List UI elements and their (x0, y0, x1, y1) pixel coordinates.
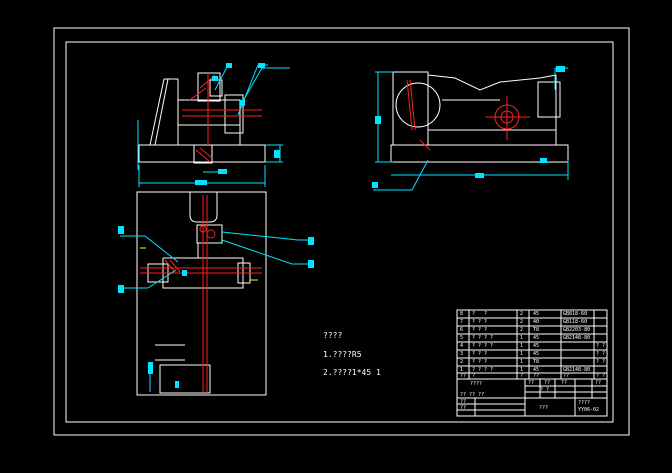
parts-cell-std: GB818-60 (563, 311, 588, 317)
parts-cell-std: GB118-60 (563, 319, 588, 325)
notes-title: ???? (323, 331, 343, 340)
parts-cell-mat: T8 (533, 359, 540, 365)
parts-cell-name: ? ? ? (472, 351, 488, 357)
parts-cell-no: 1 (460, 367, 464, 373)
parts-cell-mat: 45 (533, 351, 540, 357)
tb-col-a: ?? (528, 380, 535, 386)
parts-cell-std: GB2148-80 (563, 335, 591, 341)
outer-frame (53, 27, 630, 436)
parts-cell-name: ? ? ? ? (472, 335, 494, 341)
parts-table-grid (456, 309, 608, 417)
parts-cell-mat: 45 (533, 343, 540, 349)
inner-frame (65, 41, 614, 423)
side-view-tags (372, 66, 565, 188)
parts-cell-qty: 1 (520, 335, 524, 341)
parts-cell-no: 6 (460, 327, 464, 333)
parts-cell-no: 4 (460, 343, 464, 349)
top-view-yellow-marks (140, 247, 258, 281)
parts-cell-no: 7 (460, 319, 464, 325)
tb-col-c: ?? (561, 380, 568, 386)
notes-line-1: 1.????R5 (323, 350, 362, 359)
parts-cell-note: ? ? (596, 351, 606, 357)
top-view (136, 191, 267, 396)
parts-cell-qty: 1 (520, 359, 524, 365)
parts-cell-name: ? ? ? (472, 327, 488, 333)
tb-designer: ?? (460, 399, 467, 405)
parts-cell-name: ? ? ? (472, 319, 488, 325)
tb-scale: ? ? (540, 387, 550, 393)
parts-cell-name: ? ? ? (472, 359, 488, 365)
parts-cell-qty: 1 (520, 343, 524, 349)
parts-cell-mat: T8 (533, 327, 540, 333)
parts-cell-mat: 40 (533, 319, 540, 325)
parts-cell-std: GB2203-80 (563, 327, 591, 333)
parts-header-no: ?? (460, 373, 467, 379)
tb-row2: ?? ?? ?? (460, 392, 485, 398)
top-view-tags (118, 226, 314, 388)
parts-cell-name: ? ? ? ? (472, 367, 494, 373)
notes-line-2: 2.????1*45 1 (323, 368, 381, 377)
parts-header-qty: ? (520, 373, 524, 379)
parts-cell-qty: 1 (520, 351, 524, 357)
parts-header-std: ?? (563, 373, 570, 379)
parts-cell-no: 8 (460, 311, 464, 317)
side-view (390, 71, 569, 163)
top-view-section (140, 195, 262, 392)
parts-cell-mat: 45 (533, 311, 540, 317)
parts-cell-name: ? ? ? ? (472, 343, 494, 349)
parts-cell-note: ? ? (596, 359, 606, 365)
front-view-section (182, 73, 262, 163)
tb-checker: ?? (460, 405, 467, 411)
tb-drawing-code: YY06-02 (578, 407, 600, 413)
tb-code-top: ???? (578, 400, 591, 406)
tb-drawing-name: ???? (470, 381, 483, 387)
parts-cell-no: 5 (460, 335, 464, 341)
parts-cell-name: ? ? (472, 311, 488, 317)
side-view-section (406, 79, 530, 151)
parts-cell-qty: 1 (520, 367, 524, 373)
parts-cell-note: ? ? (596, 343, 606, 349)
tb-col-b: ?? (544, 380, 551, 386)
parts-cell-qty: 2 (520, 327, 524, 333)
parts-cell-no: 2 (460, 359, 464, 365)
parts-header-mat: ?? (533, 373, 540, 379)
parts-cell-mat: 45 (533, 335, 540, 341)
front-view (138, 72, 266, 164)
parts-cell-qty: 2 (520, 319, 524, 325)
parts-cell-mat: 45 (533, 367, 540, 373)
side-view-dims (373, 67, 569, 191)
front-view-tags (195, 63, 280, 185)
front-view-dims (137, 64, 290, 187)
tb-col-d: ?? (595, 380, 602, 386)
parts-cell-no: 3 (460, 351, 464, 357)
tb-center-label: ??? (539, 405, 549, 411)
parts-header-note: ? ? (596, 373, 606, 379)
parts-cell-qty: 2 (520, 311, 524, 317)
parts-header-name: ? (472, 373, 476, 379)
parts-cell-std: GB2148-80 (563, 367, 591, 373)
